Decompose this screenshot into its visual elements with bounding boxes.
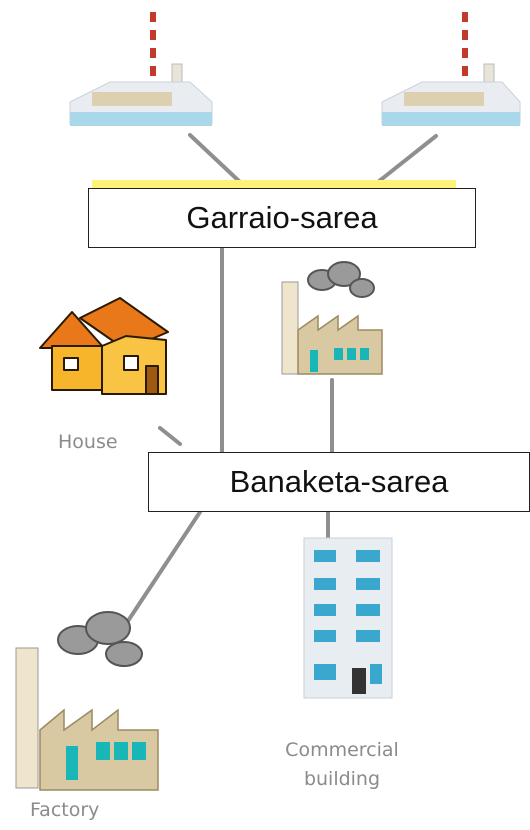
industry-icon xyxy=(281,261,383,375)
commercial-building-icon xyxy=(303,537,393,699)
power-plant-left-icon xyxy=(69,12,213,126)
factory-icon xyxy=(15,611,159,791)
line-distribution-to-factory xyxy=(120,510,202,632)
line-house-to-distribution xyxy=(158,426,182,446)
transmission-highlight xyxy=(92,180,456,190)
house-icon xyxy=(39,297,169,395)
transmission-network-label: Garraio-sarea xyxy=(186,200,378,235)
distribution-network-box: Banaketa-sarea xyxy=(148,452,530,512)
commercial-label-line1: Commercial xyxy=(285,739,399,761)
line-plant-right-to-transmission xyxy=(376,134,438,184)
transmission-network-box: Garraio-sarea xyxy=(88,188,476,248)
house-label: House xyxy=(58,431,118,453)
distribution-network-label: Banaketa-sarea xyxy=(229,464,449,499)
commercial-building-label: Commercial building xyxy=(262,736,422,795)
factory-label: Factory xyxy=(30,799,100,821)
power-plant-right-icon xyxy=(381,12,521,126)
commercial-label-line2: building xyxy=(303,768,381,791)
line-plant-left-to-transmission xyxy=(188,133,242,184)
connector-lines xyxy=(120,133,438,632)
